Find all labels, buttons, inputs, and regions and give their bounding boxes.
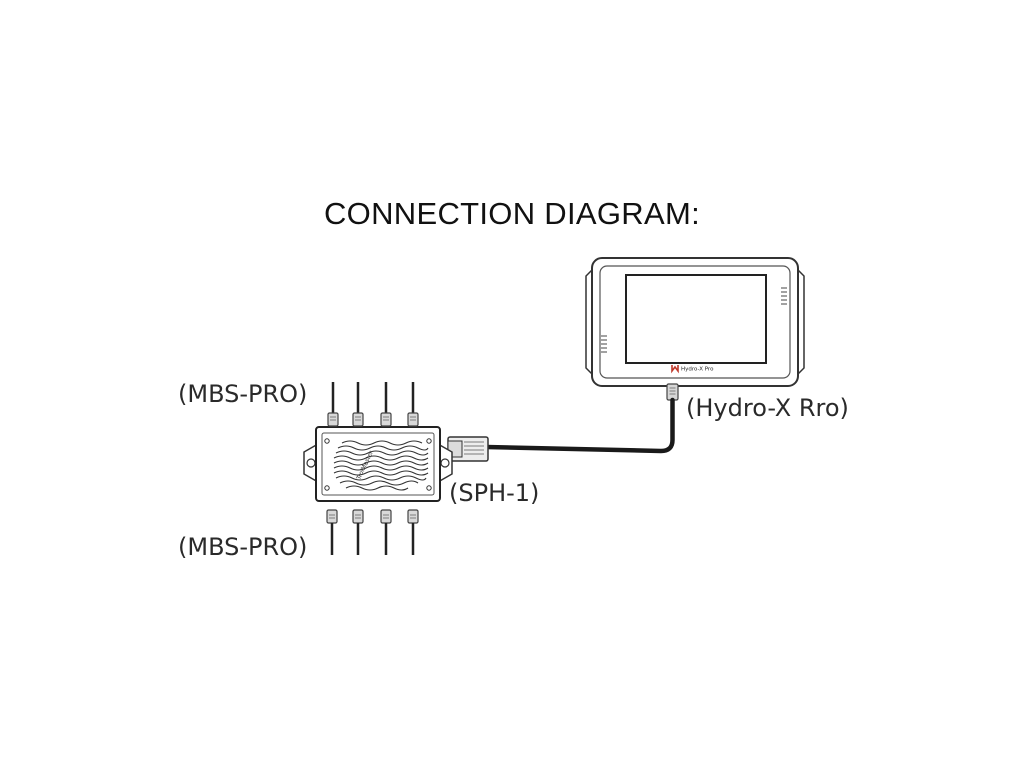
- mbs-pro-top-cables: [327, 382, 419, 427]
- mbs-pro-top-label: (MBS-PRO): [178, 380, 308, 408]
- hydro-x-label: (Hydro-X Rro): [686, 394, 849, 422]
- connection-cable: [483, 397, 675, 454]
- mbs-pro-top-connector-1: [327, 382, 339, 427]
- mbs-pro-bottom-connector-4: [407, 509, 419, 555]
- controller-port-connector: [666, 383, 679, 401]
- mbs-pro-top-connector-2: [352, 382, 364, 427]
- mbs-pro-bottom-cables: [326, 509, 419, 555]
- mbs-pro-bottom-connector-3: [380, 509, 392, 555]
- controller-brand-text: Hydro-X Pro: [681, 367, 714, 373]
- diagram-title: CONNECTION DIAGRAM:: [324, 196, 700, 231]
- mbs-pro-top-connector-3: [380, 382, 392, 427]
- sph-1-label: (SPH-1): [449, 479, 540, 507]
- mbs-pro-top-connector-4: [407, 382, 419, 427]
- hydro-x-controller: Hydro-X Pro: [585, 257, 805, 387]
- mbs-pro-bottom-connector-2: [352, 509, 364, 555]
- splitter-input-plug: [447, 436, 489, 462]
- mbs-pro-bottom-label: (MBS-PRO): [178, 533, 308, 561]
- mbs-pro-bottom-connector-1: [326, 509, 338, 555]
- sph-1-splitter: TrolMaster: [303, 426, 453, 502]
